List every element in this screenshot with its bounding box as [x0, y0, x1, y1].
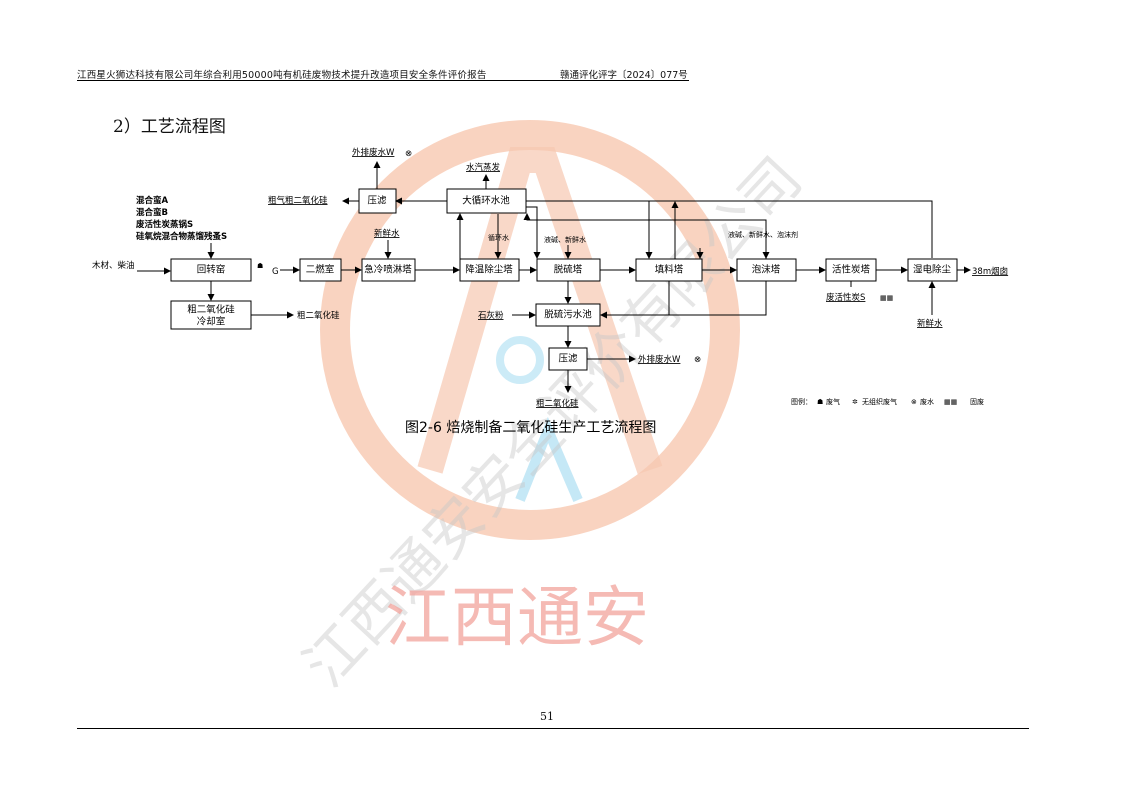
svg-text:活性炭塔: 活性炭塔	[832, 264, 871, 276]
watermark-a-blue	[515, 416, 583, 502]
fresh-water-esp: 新鲜水	[917, 318, 943, 329]
coarse-sio2-bottom-label: 粗二氧化硅	[536, 398, 579, 409]
svg-text:脱硫污水池: 脱硫污水池	[544, 309, 592, 321]
sio2-cooling-chamber-box: 粗二氧化硅 冷却室	[170, 300, 252, 330]
external-waste-water-top: 外排废水W	[352, 147, 395, 158]
coarse-sio2-left-label: 粗气粗二氧化硅	[268, 195, 328, 206]
rotary-kiln-box: 回转窑	[170, 258, 252, 282]
cooling-dust-tower-box: 降温除尘塔	[459, 258, 520, 282]
feed-siloxane-residue: 硅氧烷混合物蒸馏残蚤S	[136, 231, 227, 242]
svg-text:泡沫塔: 泡沫塔	[752, 264, 781, 276]
svg-text:粗二氧化硅: 粗二氧化硅	[187, 304, 235, 316]
svg-text:压滤: 压滤	[367, 195, 387, 207]
legend-wastewater: 废水	[920, 397, 934, 406]
waste-carbon-label: 废活性炭S	[826, 292, 865, 303]
legend-solid-icon: ▦▦	[944, 398, 957, 406]
lime-label: 石灰粉	[478, 310, 504, 321]
quench-tower-box: 急冷喷淋塔	[361, 258, 416, 282]
fresh-water-quench: 新鲜水	[374, 228, 400, 239]
feed-mixture-b: 混合蛮B	[136, 207, 168, 218]
circulation-water-label: 循环水	[488, 233, 509, 242]
page-number: 51	[540, 710, 554, 723]
svg-text:降温除尘塔: 降温除尘塔	[465, 264, 513, 276]
header-report-title: 江西星火狮达科技有限公司年综合利用50000吨有机硅废物技术提升改造项目安全条件…	[77, 70, 487, 81]
legend-exhaust: 废气	[826, 397, 840, 406]
legend-title: 图例：	[791, 397, 812, 406]
header-report-number: 赣通评化评字〔2024〕077号	[560, 70, 688, 81]
svg-text:压滤: 压滤	[558, 353, 578, 365]
svg-text:二燃室: 二燃室	[306, 264, 335, 276]
foam-tower-box: 泡沫塔	[736, 258, 797, 282]
legend-exhaust-icon: ☗	[817, 398, 823, 406]
figure-caption: 图2-6 焙烧制备二氧化硅生产工艺流程图	[405, 419, 656, 436]
watermark-ring	[320, 120, 740, 540]
header-rule	[77, 80, 689, 81]
svg-text:冷却室: 冷却室	[197, 316, 226, 328]
waste-water-icon-top: ⊗	[405, 149, 412, 159]
packed-tower-box: 填料塔	[635, 258, 703, 282]
svg-text:大循环水池: 大循环水池	[462, 195, 510, 207]
feed-mixture-a: 混合蛮A	[136, 195, 169, 206]
svg-text:回转窑: 回转窑	[197, 264, 226, 276]
legend-wastewater-icon: ⊗	[911, 398, 917, 406]
desulf-sewage-pool-box: 脱硫污水池	[535, 303, 601, 327]
footer-rule	[77, 728, 1029, 729]
circulation-pool-box: 大循环水池	[446, 188, 527, 214]
watermark-text-large: 江西通安	[385, 579, 649, 656]
gas-emission-icon: ☗	[257, 262, 263, 270]
svg-text:填料塔: 填料塔	[655, 264, 684, 276]
watermark-blue-dot	[496, 336, 544, 384]
svg-text:湿电除尘: 湿电除尘	[913, 264, 952, 276]
wood-diesel-label: 木材、柴油	[92, 260, 135, 271]
waste-water-icon-bottom: ⊗	[694, 355, 701, 365]
svg-text:急冷喷淋塔: 急冷喷淋塔	[364, 264, 412, 276]
legend-solid: 固废	[970, 397, 984, 406]
external-waste-water-bottom: 外排废水W	[638, 354, 681, 365]
wet-esp-box: 湿电除尘	[907, 258, 958, 282]
filter-press-bottom-box: 压滤	[548, 347, 588, 371]
stack-label: 38m烟囱	[972, 266, 1008, 277]
feed-spent-carbon: 废活性炭蒸锅S	[136, 219, 193, 230]
legend-fugitive-icon: ✲	[852, 398, 858, 406]
filter-press-top-box: 压滤	[358, 188, 397, 214]
desulfurization-tower-box: 脱硫塔	[536, 258, 601, 282]
legend-fugitive: 无组织废气	[862, 397, 897, 406]
vapor-label: 水汽蒸发	[466, 162, 501, 173]
coarse-sio2-out-label: 粗二氧化硅	[297, 310, 340, 321]
caustic-fresh-foam: 液碱、新鲜水、泡沫剂	[728, 230, 798, 239]
solid-waste-icon: ▦▦	[880, 294, 893, 302]
svg-text:脱硫塔: 脱硫塔	[554, 264, 583, 276]
gas-g-label: G	[272, 267, 279, 277]
section-title: 2）工艺流程图	[113, 117, 226, 137]
secondary-chamber-box: 二燃室	[299, 258, 342, 282]
activated-carbon-tower-box: 活性炭塔	[825, 258, 877, 282]
caustic-fresh-desulf: 液碱、新鲜水	[544, 235, 586, 244]
